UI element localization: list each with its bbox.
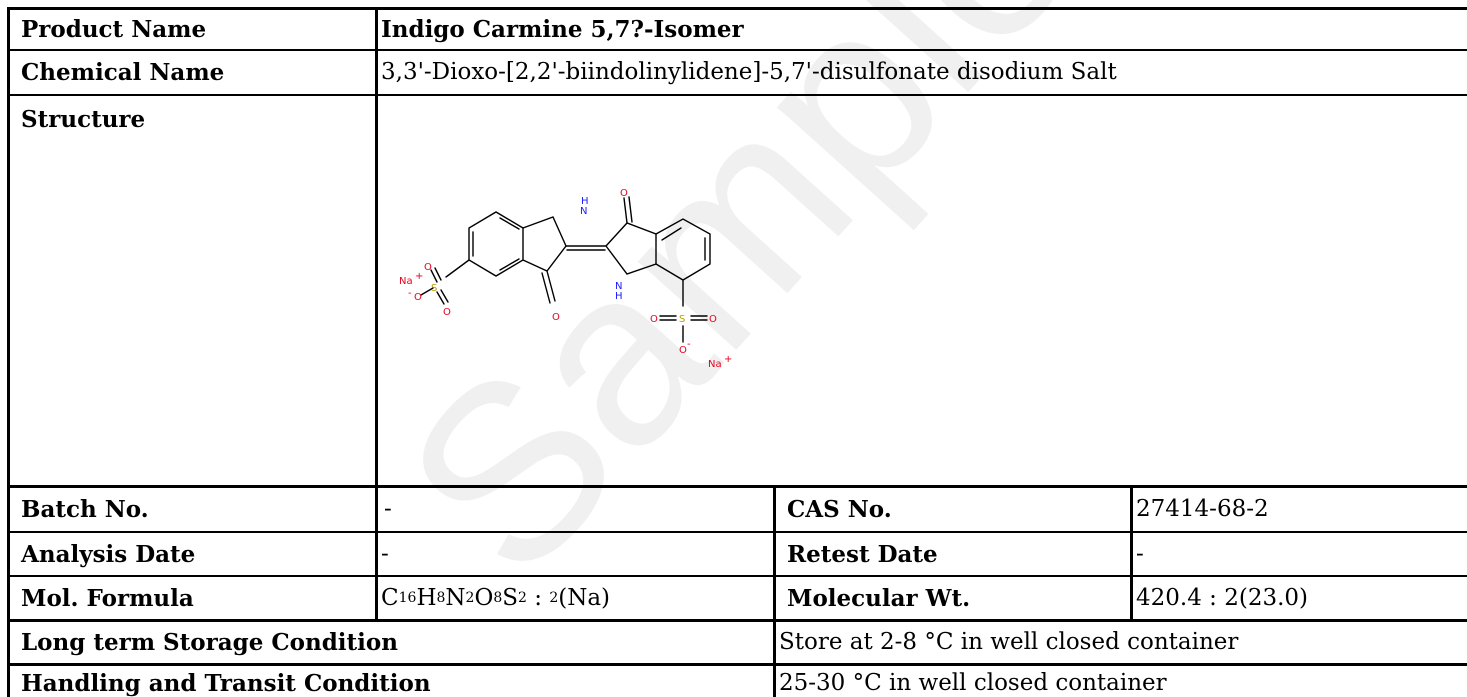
product-name-label: Product Name (21, 16, 207, 43)
rule-row5 (7, 575, 1467, 577)
atom-na-left-charge: + (415, 271, 423, 282)
mol-formula-label: Mol. Formula (21, 584, 194, 612)
structure-label: Structure (21, 105, 146, 133)
atom-na-left: Na (399, 276, 413, 287)
rule-row3 (7, 485, 1467, 488)
atom-o-left-top: O (424, 262, 432, 273)
atom-o-right-left: O (650, 314, 658, 325)
atom-o-left-anion: O (414, 292, 422, 303)
atom-nh-right-h: H (615, 291, 623, 302)
retest-date-value: - (1136, 540, 1144, 567)
atom-nh-left-h: H (581, 196, 589, 207)
atom-o-left-bottom: O (443, 307, 451, 318)
atom-o-right-anion-charge: - (687, 339, 691, 350)
molecular-wt-label: Molecular Wt. (787, 584, 971, 612)
retest-date-label: Retest Date (787, 540, 938, 568)
rule-row2 (7, 94, 1467, 96)
atom-s-right: S (679, 314, 685, 325)
long-term-storage-label: Long term Storage Condition (21, 629, 398, 656)
atom-o-right-anion: O (679, 345, 687, 356)
long-term-storage-value: Store at 2-8 °C in well closed container (779, 629, 1239, 655)
atom-o-right-carbonyl: O (620, 188, 628, 199)
table-border-left (7, 7, 10, 697)
atom-nh-left-n: N (580, 206, 587, 217)
atom-na-right: Na (708, 359, 722, 370)
rule-row4 (7, 531, 1467, 533)
cas-no-value: 27414-68-2 (1136, 496, 1269, 522)
cas-no-label: CAS No. (787, 496, 892, 523)
col-divider-right (1130, 486, 1133, 621)
table-border-top (7, 7, 1467, 10)
col-divider-mid (773, 486, 776, 697)
atom-na-right-charge: + (724, 354, 732, 365)
atom-s-left: S (431, 283, 437, 294)
atom-o-left-anion-charge: - (408, 288, 412, 299)
handling-transit-value: 25-30 °C in well closed container (779, 670, 1167, 696)
chemical-name-value: 3,3'-Dioxo-[2,2'-biindolinylidene]-5,7'-… (381, 59, 1117, 85)
analysis-date-label: Analysis Date (21, 540, 196, 568)
rule-row1 (7, 49, 1467, 51)
atom-o-left-carbonyl: O (552, 312, 560, 323)
molecular-wt-value: 420.4 : 2(23.0) (1136, 584, 1309, 611)
handling-transit-label: Handling and Transit Condition (21, 670, 431, 697)
structure-image: H N N H O O S O O O - Na + S O O O - Na … (399, 188, 732, 370)
rule-row6 (7, 619, 1467, 622)
chemical-name-label: Chemical Name (21, 59, 225, 86)
rule-row7 (7, 663, 1467, 666)
atom-o-right-right: O (709, 314, 717, 325)
batch-no-value: - (384, 496, 392, 522)
batch-no-label: Batch No. (21, 496, 149, 523)
atom-nh-right-n: N (615, 281, 622, 292)
product-name-value: Indigo Carmine 5,7?-Isomer (381, 16, 744, 43)
col-divider-label (375, 7, 378, 620)
analysis-date-value: - (381, 540, 389, 567)
